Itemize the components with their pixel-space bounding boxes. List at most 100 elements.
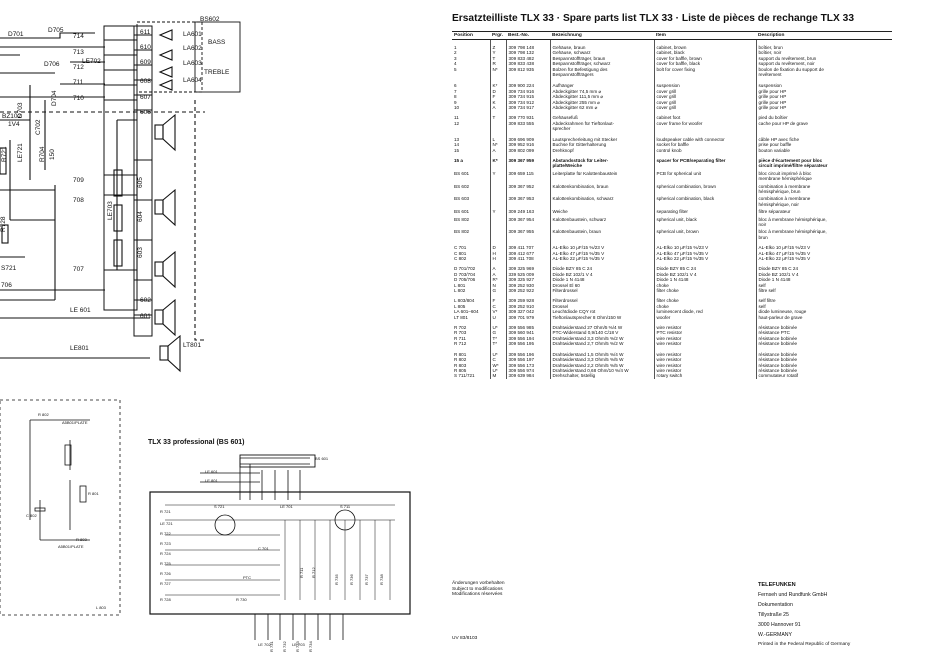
cell-order-number: 309 367 954 — [506, 214, 551, 228]
cell-order-number: 309 696 909 309 952 916 309 802 099 — [506, 131, 551, 153]
label-d706: D706 — [44, 61, 60, 68]
cell-item: cabinet, brown cabinet, black cover for … — [654, 39, 757, 78]
cell-description: résistance bobinée résistance bobinée ré… — [758, 351, 799, 379]
label-r721: R721 — [1, 146, 8, 162]
label-le601: LE 601 — [70, 307, 91, 314]
cell-group — [490, 227, 507, 241]
label-d704: D704 — [51, 90, 58, 106]
cell-bezeichnung: Gehäusefuß Abdeckrahmen für Tieftonlaut-… — [550, 110, 655, 132]
board-label-r721: R 721 — [160, 509, 171, 514]
cell-item: filter choke choke luminescent diode, re… — [654, 293, 757, 321]
parts-list-section: Ersatzteilliste TLX 33 · Spare parts lis… — [452, 0, 947, 670]
cell-position: BS 601 — [452, 207, 491, 215]
label-le703: LE703 — [107, 201, 114, 220]
board-label-r723: R 723 — [160, 541, 171, 546]
label-d701: D701 — [8, 31, 24, 38]
board-label-r736: R 736 — [349, 574, 354, 585]
modification-notice: Änderungen vorbehalten Subject to modifi… — [452, 581, 505, 598]
cell-item: spherical unit, black — [654, 214, 757, 228]
cell-description: bloc à membrane hémisphérique, brun — [758, 229, 827, 240]
cell-bezeichnung: Kalottenkombination, braun — [550, 181, 655, 195]
company-line: Fernseh und Rundfunk GmbH — [758, 592, 828, 598]
label-l803: L 803 — [96, 605, 106, 610]
label-la602: LA602 — [183, 45, 202, 52]
table-row: D 701/702 D 703/704 D 705/706 L 801 L 80… — [452, 261, 892, 294]
board-label-r712: R 712 — [311, 567, 316, 578]
cell-bezeichnung: Aufhänger Abdeckgitter 74,5 mm ⌀ Abdeckg… — [550, 77, 655, 111]
label-bass: BASS — [208, 39, 226, 46]
label-603: 603 — [137, 247, 144, 258]
cell-description: combination à membrane hémisphérique, no… — [758, 196, 811, 207]
cell-bezeichnung: Abstandsstück für Leiter- platte/Weiche — [550, 152, 655, 169]
cell-group: A A R* N G — [490, 261, 507, 294]
board-label-r733: R 733 — [295, 641, 300, 652]
cell-position: 13 14 15 — [452, 131, 491, 153]
cell-order-number: 309 556 985 309 560 941 309 556 194 309 … — [506, 320, 551, 347]
label-607: 607 — [140, 94, 151, 101]
label-a5b01-plate-2: A5B01/PLATE — [58, 544, 84, 549]
board-label-r727: R 727 — [160, 581, 171, 586]
label-713: 713 — [73, 49, 84, 56]
board-label-r722: R 722 — [160, 531, 171, 536]
cell-description: pied du boîtier cache pour HP de grave — [758, 115, 808, 126]
board-label-r726: R 726 — [160, 571, 171, 576]
cell-position: 11 12 — [452, 110, 491, 132]
label-bs602: BS602 — [200, 16, 220, 23]
board-label-r731: R 731 — [269, 641, 274, 652]
cell-description: Diode BZY 85 C 24 Diode BZ 102/1 V 4 Dio… — [758, 266, 799, 294]
label-c802: C 802 — [26, 513, 37, 518]
cell-order-number: 309 411 707 309 412 677 309 411 708 — [506, 240, 551, 262]
board-label-r732: R 732 — [282, 641, 287, 652]
board-label-r711: R 711 — [299, 567, 304, 578]
board-label-r730: R 730 — [236, 597, 247, 602]
label-711: 711 — [73, 79, 84, 86]
cell-description: câble HP avec fiche prise pour baffle bo… — [758, 136, 800, 153]
label-treble: TREBLE — [204, 69, 230, 76]
board-label-r724: R 724 — [160, 551, 171, 556]
company-block: TELEFUNKEN Fernseh und Rundfunk GmbH Dok… — [758, 580, 850, 650]
board-label-bs601: BS 601 — [315, 456, 329, 461]
cell-position: D 701/702 D 703/704 D 705/706 L 801 L 80… — [452, 261, 491, 294]
cell-description: résistance bobinée résistance PTC résist… — [758, 325, 798, 347]
cell-position: BS 601 — [452, 168, 491, 182]
board-label-r725: R 725 — [160, 561, 171, 566]
cell-description: pièce d'écartement pour bloc circuit imp… — [758, 157, 828, 169]
cell-order-number: 309 249 163 — [506, 207, 551, 215]
cell-bezeichnung: Filterdrossel Drossel Leuchtdiode CQY ro… — [550, 293, 655, 321]
label-c702: C702 — [35, 119, 42, 135]
cell-item: PCB for spherical unit — [654, 168, 757, 182]
label-150: 150 — [49, 149, 56, 160]
cell-order-number: 309 556 196 309 556 197 309 556 173 309 … — [506, 346, 551, 379]
document-code: UV 83/8103 — [452, 636, 478, 641]
label-610: 610 — [140, 44, 151, 51]
label-1v4: 1V4 — [8, 121, 20, 128]
cell-position: 15 a — [452, 152, 491, 169]
cell-order-number: 309 325 969 339 525 009 309 325 927 309 … — [506, 261, 551, 294]
cell-position: BS 602 — [452, 181, 491, 195]
label-r801: R 801 — [88, 491, 99, 496]
cell-group — [490, 181, 507, 195]
cell-order-number: 309 367 959 — [506, 152, 551, 169]
company-line: 3000 Hannover 91 — [758, 622, 801, 628]
cell-group: U* C W* U* M — [490, 346, 507, 379]
label-la603: LA603 — [183, 60, 202, 67]
label-r803: R 803 — [76, 537, 87, 542]
schematic-diagram: D701 D705 714 713 LE702 D706 712 711 D70… — [0, 0, 440, 670]
cell-position: BS 802 — [452, 214, 491, 228]
cell-bezeichnung: Lautsprecherleitung mit Stecker Buchse f… — [550, 131, 655, 153]
cell-group: K* D F K A — [490, 77, 507, 111]
board-label-r737: R 737 — [364, 574, 369, 585]
cell-item: separating filter — [654, 207, 757, 215]
cell-position: C 701 C 801 C 802 — [452, 240, 491, 262]
cell-item: cabinet foot cover frame for woofer — [654, 110, 757, 132]
label-605: 605 — [137, 177, 144, 188]
column-header: Item — [654, 31, 756, 40]
cell-group: T — [490, 110, 507, 132]
